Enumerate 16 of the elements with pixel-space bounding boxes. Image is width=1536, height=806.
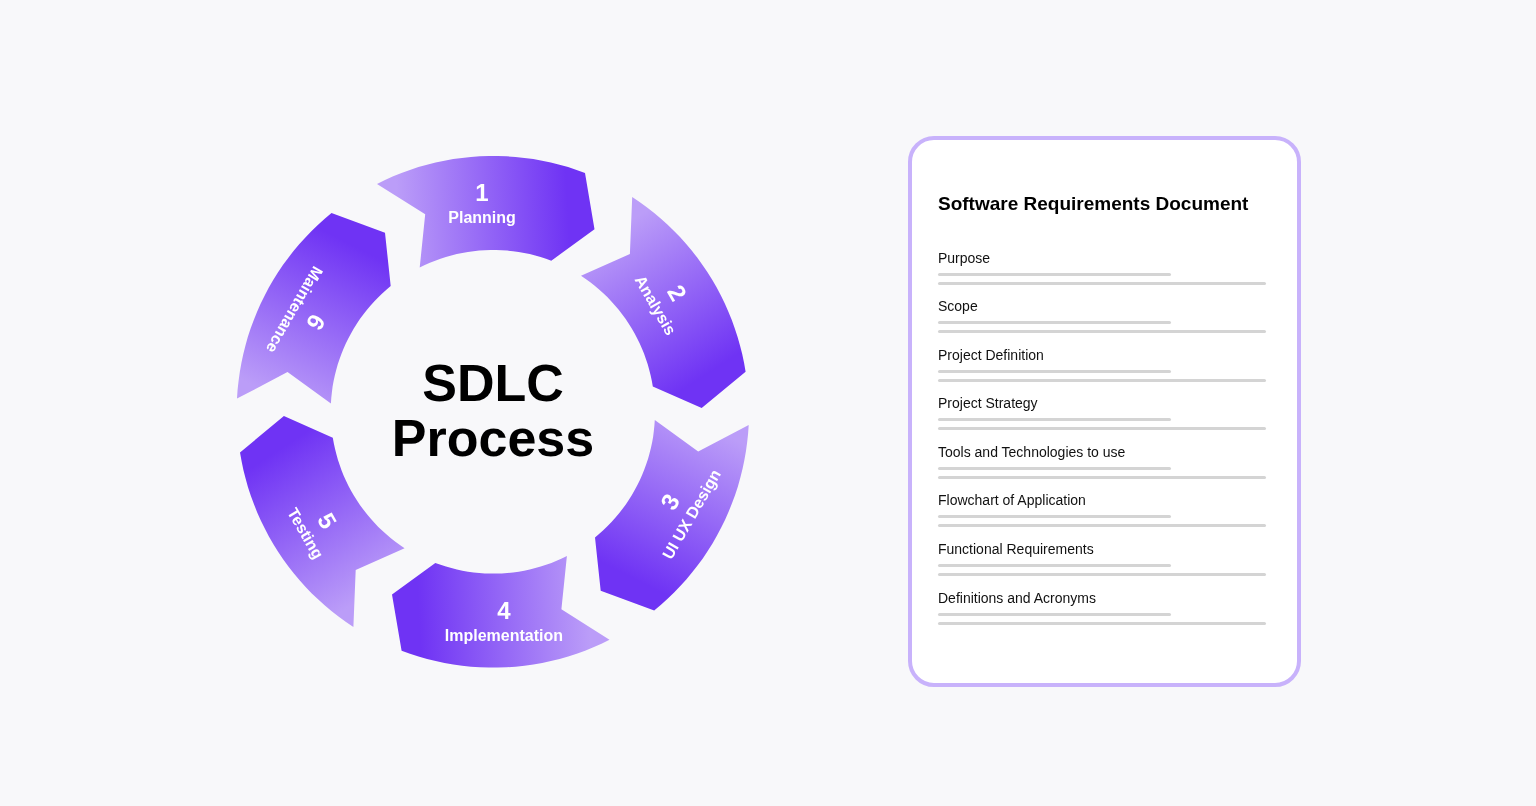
- section-title: Functional Requirements: [938, 540, 1095, 559]
- section-title: Project Strategy: [938, 394, 1039, 413]
- step-label: Implementation: [444, 625, 564, 646]
- card-heading: Software Requirements Document: [938, 192, 1250, 216]
- section-title: Project Definition: [938, 345, 1045, 364]
- section-title: Flowchart of Application: [938, 491, 1087, 510]
- diagram-title: SDLC Process: [390, 356, 596, 466]
- step-number: 3: [654, 488, 686, 516]
- step-number: 4: [497, 595, 511, 626]
- section-title: Scope: [938, 297, 979, 316]
- document-card: [908, 136, 1301, 687]
- section-title: Definitions and Acronyms: [938, 588, 1097, 607]
- section-title: Purpose: [938, 248, 992, 267]
- step-label: Planning: [448, 208, 516, 229]
- section-title: Tools and Technologies to use: [938, 442, 1127, 461]
- step-number: 1: [475, 178, 489, 209]
